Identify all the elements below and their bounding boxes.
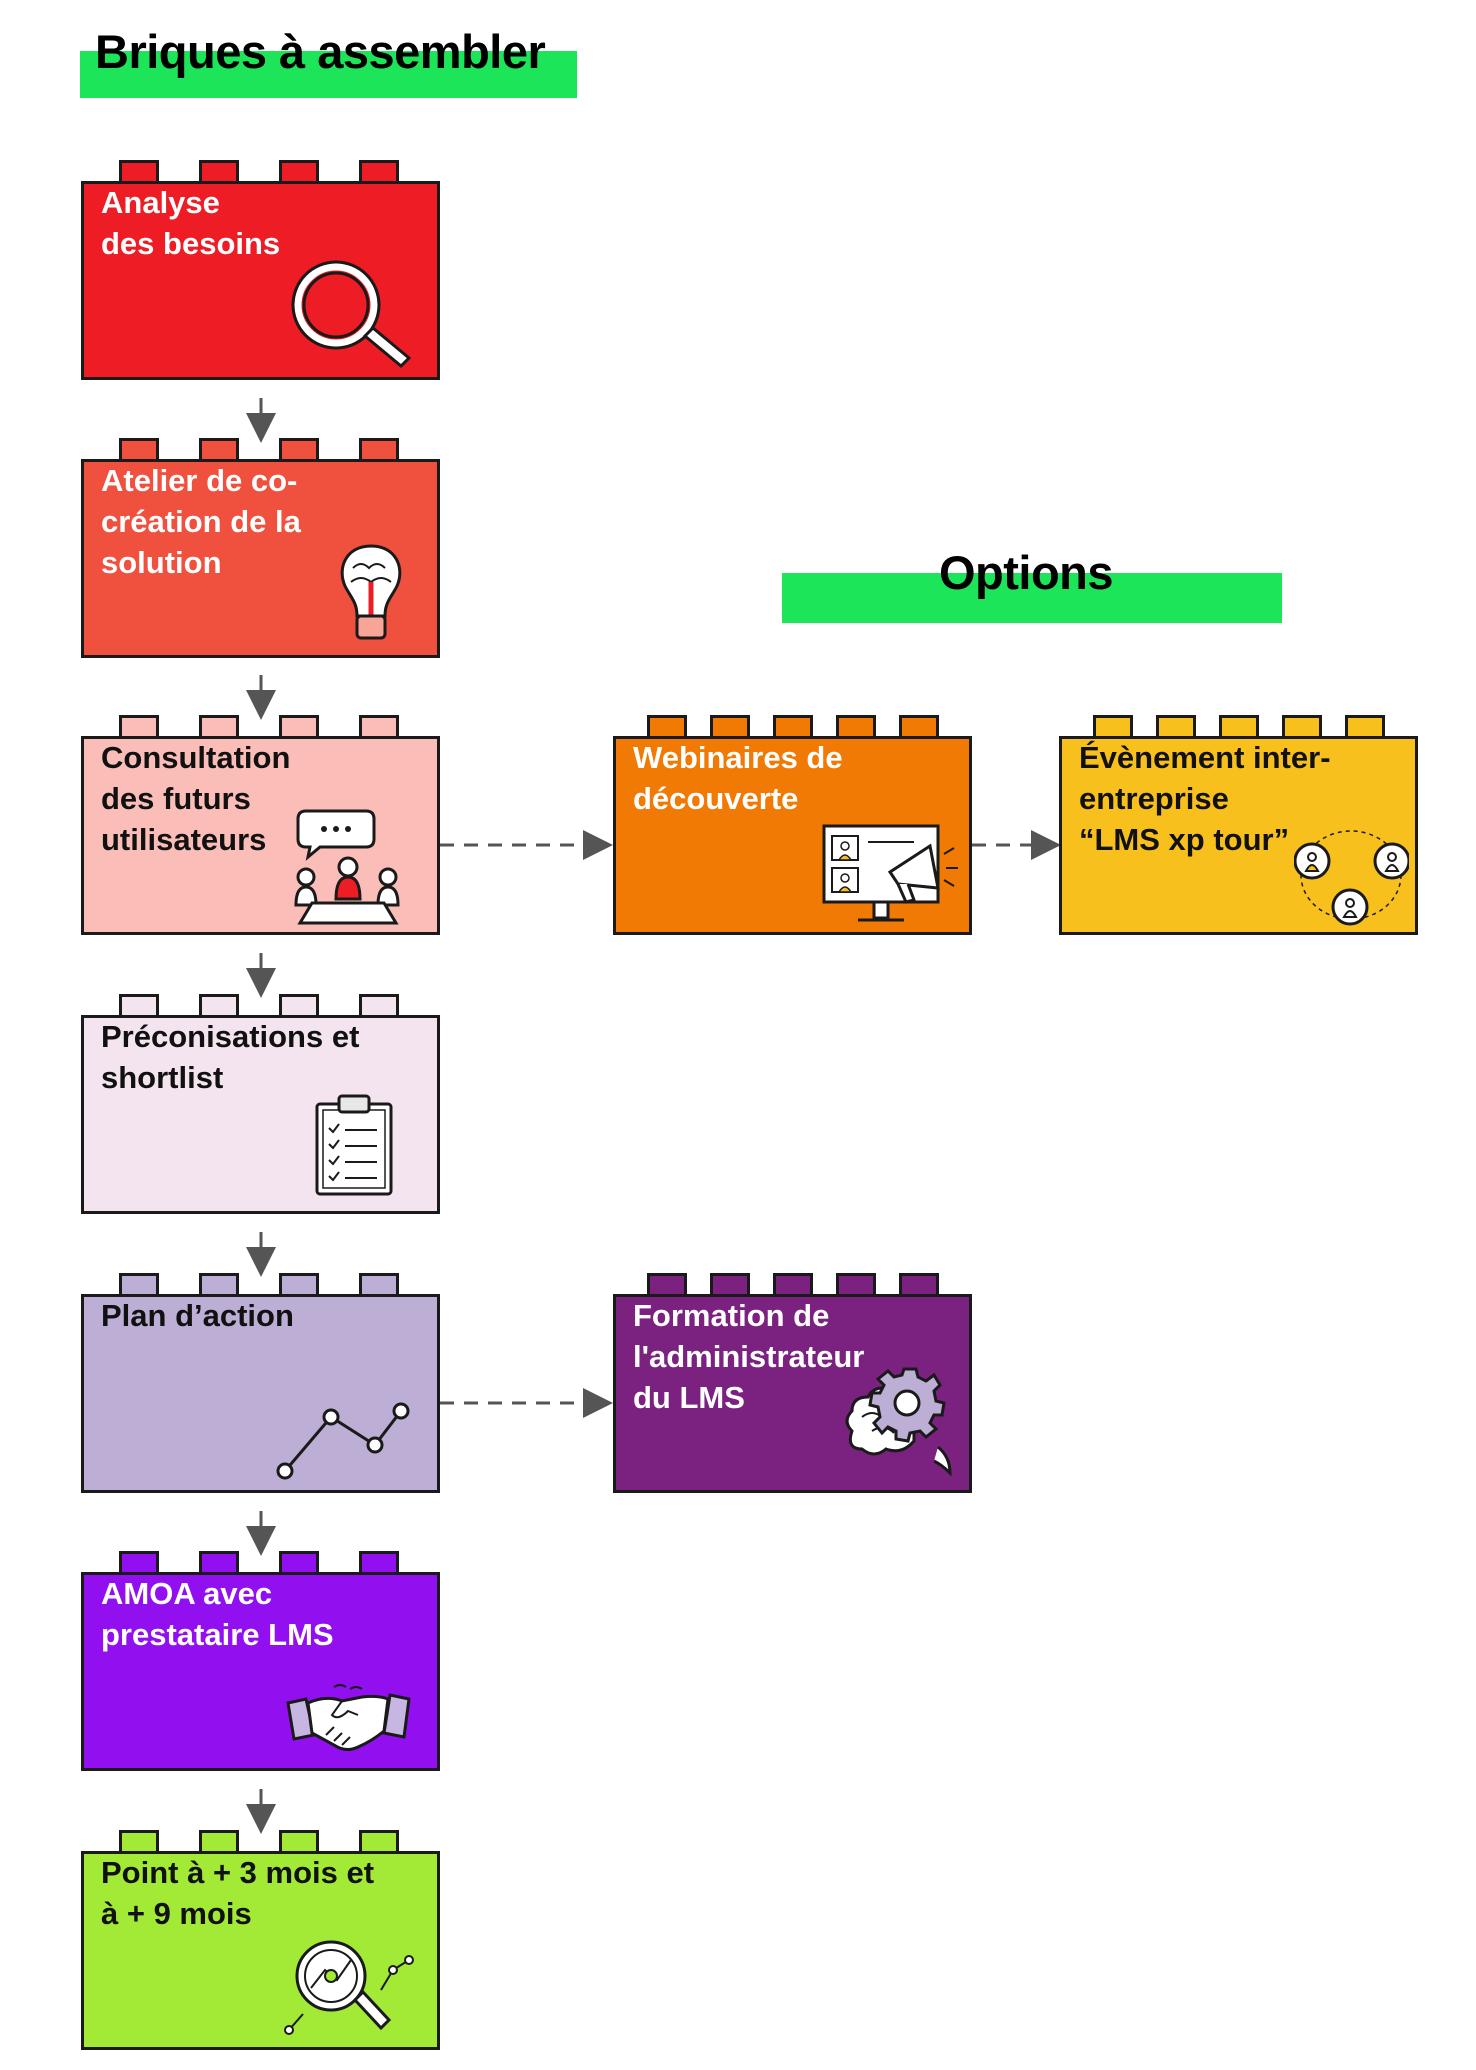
- brick-formation-admin: Formation de l'administrateur du LMS: [613, 1273, 972, 1493]
- brick-stud: [836, 715, 876, 739]
- brick-stud: [199, 160, 239, 184]
- brick-label: Plan d’action: [101, 1298, 294, 1333]
- brick-stud: [199, 994, 239, 1018]
- brick-label: Formation de l'administrateur du LMS: [633, 1298, 865, 1415]
- brain-gear-icon: [845, 1367, 952, 1477]
- brick-studs: [1059, 715, 1418, 739]
- brick-stud: [279, 1830, 319, 1854]
- brick-stud: [359, 715, 399, 739]
- brick-stud: [279, 160, 319, 184]
- brick-stud: [1156, 715, 1196, 739]
- brick-stud: [279, 994, 319, 1018]
- brick-studs: [613, 715, 972, 739]
- brick-label: Évènement inter- entreprise “LMS xp tour…: [1079, 740, 1331, 857]
- brick-stud: [773, 1273, 813, 1297]
- options-heading-text: Options: [939, 546, 1114, 599]
- brick-stud: [279, 715, 319, 739]
- brick-stud: [279, 1551, 319, 1575]
- brick-webinaires: Webinaires de découverte: [613, 715, 972, 935]
- network-people-icon: [1294, 830, 1409, 926]
- brick-stud: [647, 715, 687, 739]
- brick-studs: [81, 1551, 440, 1575]
- options-heading: Options: [782, 535, 1282, 625]
- magnifier-icon: [291, 260, 411, 369]
- meeting-icon: [294, 809, 400, 925]
- options-highlight-bar: [782, 573, 1282, 623]
- brick-preconisations: Préconisations et shortlist: [81, 994, 440, 1214]
- handshake-icon: [286, 1684, 411, 1752]
- brick-label: AMOA avec prestataire LMS: [101, 1576, 334, 1652]
- brick-stud: [119, 1551, 159, 1575]
- webinar-screen-icon: [822, 824, 958, 922]
- brick-stud: [710, 1273, 750, 1297]
- brick-body: [81, 1294, 440, 1493]
- line-chart-icon: [276, 1402, 410, 1480]
- analytics-magnifier-icon: [284, 1940, 414, 2035]
- brick-stud: [359, 1830, 399, 1854]
- brick-studs: [81, 1830, 440, 1854]
- brick-stud: [647, 1273, 687, 1297]
- brick-stud: [199, 438, 239, 462]
- brick-body: [81, 1572, 440, 1771]
- brick-stud: [359, 160, 399, 184]
- brick-label: Atelier de co- création de la solution: [101, 463, 301, 580]
- lightbulb-icon: [340, 544, 402, 640]
- brick-amoa: AMOA avec prestataire LMS: [81, 1551, 440, 1771]
- brick-stud: [359, 994, 399, 1018]
- brick-stud: [1345, 715, 1385, 739]
- brick-stud: [773, 715, 813, 739]
- brick-point-suivi: Point à + 3 mois et à + 9 mois: [81, 1830, 440, 2050]
- brick-stud: [199, 1551, 239, 1575]
- brick-stud: [199, 715, 239, 739]
- brick-studs: [81, 715, 440, 739]
- brick-stud: [119, 1830, 159, 1854]
- brick-stud: [279, 438, 319, 462]
- brick-stud: [710, 715, 750, 739]
- brick-consultation: Consultation des futurs utilisateurs: [81, 715, 440, 935]
- brick-stud: [899, 1273, 939, 1297]
- brick-stud: [899, 715, 939, 739]
- brick-label: Webinaires de découverte: [633, 740, 843, 816]
- brick-label: Consultation des futurs utilisateurs: [101, 740, 291, 857]
- main-heading-text: Briques à assembler: [95, 25, 546, 78]
- brick-studs: [81, 994, 440, 1018]
- brick-stud: [359, 1551, 399, 1575]
- clipboard-checklist-icon: [315, 1094, 393, 1196]
- brick-stud: [1219, 715, 1259, 739]
- brick-studs: [81, 438, 440, 462]
- brick-plan-action: Plan d’action: [81, 1273, 440, 1493]
- brick-analyse-besoins: Analyse des besoins: [81, 160, 440, 380]
- brick-studs: [81, 1273, 440, 1297]
- brick-stud: [119, 1273, 159, 1297]
- brick-stud: [359, 1273, 399, 1297]
- heading-highlight-bar: [80, 51, 577, 98]
- brick-evenement: Évènement inter- entreprise “LMS xp tour…: [1059, 715, 1418, 935]
- brick-studs: [81, 160, 440, 184]
- main-heading: Briques à assembler: [80, 20, 580, 100]
- brick-label: Point à + 3 mois et à + 9 mois: [101, 1855, 375, 1931]
- brick-studs: [613, 1273, 972, 1297]
- brick-label: Préconisations et shortlist: [101, 1019, 360, 1095]
- brick-stud: [1093, 715, 1133, 739]
- brick-label: Analyse des besoins: [101, 185, 281, 261]
- brick-stud: [119, 994, 159, 1018]
- brick-stud: [199, 1830, 239, 1854]
- brick-stud: [836, 1273, 876, 1297]
- brick-stud: [1282, 715, 1322, 739]
- brick-stud: [119, 715, 159, 739]
- brick-stud: [359, 438, 399, 462]
- brick-stud: [119, 438, 159, 462]
- brick-stud: [119, 160, 159, 184]
- brick-stud: [199, 1273, 239, 1297]
- brick-stud: [279, 1273, 319, 1297]
- brick-atelier-cocreation: Atelier de co- création de la solution: [81, 438, 440, 658]
